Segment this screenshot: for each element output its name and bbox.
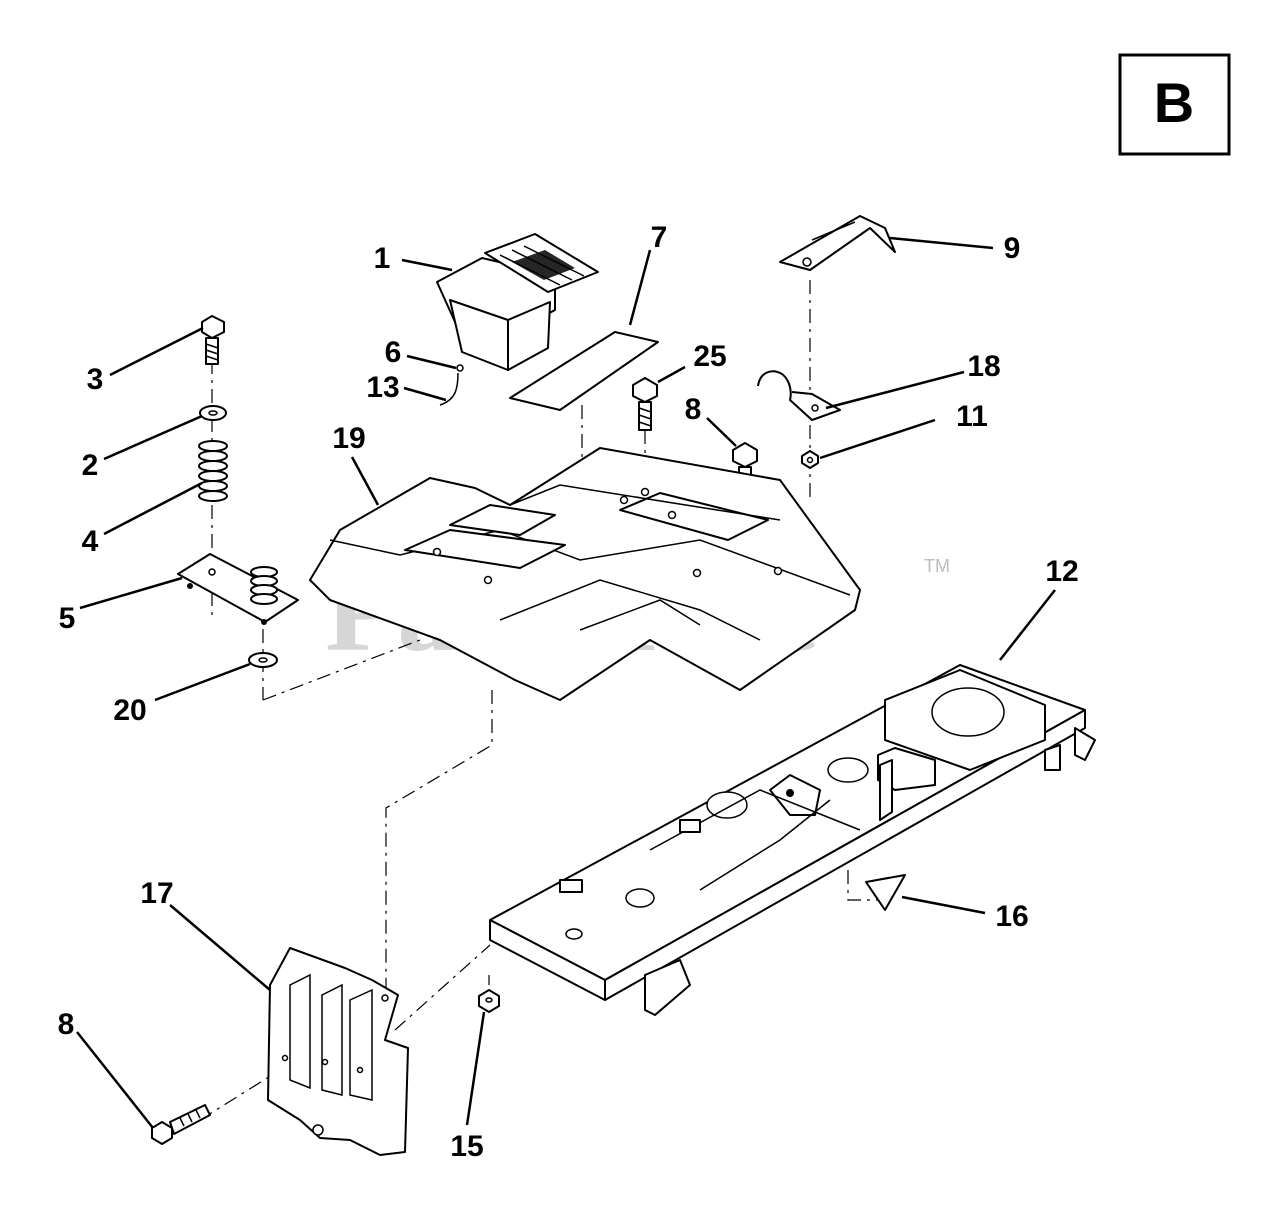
callout-19: 19 [332, 422, 365, 455]
callout-3: 3 [87, 363, 104, 396]
part-11-nut [801, 450, 819, 469]
part-7-decal [509, 331, 659, 411]
section-badge-letter: B [1154, 71, 1194, 134]
part-16-decal [865, 874, 906, 911]
part-25-bolt [632, 377, 658, 431]
part-15-nut [478, 989, 500, 1013]
callout-9: 9 [1004, 232, 1021, 265]
part-8-bolt-lower [151, 1104, 211, 1145]
callout-16: 16 [995, 900, 1028, 933]
part-19-fender [309, 447, 861, 701]
part-4-spring [198, 440, 228, 502]
part-2-washer [199, 405, 227, 421]
part-17-plate [267, 947, 409, 1156]
callout-15: 15 [450, 1130, 483, 1163]
leader-lines [76, 236, 1056, 1129]
callout-20: 20 [113, 694, 146, 727]
callout-18: 18 [967, 350, 1000, 383]
callout-7: 7 [651, 221, 668, 254]
watermark-trademark: TM [924, 556, 950, 576]
part-20-washer [248, 652, 278, 668]
section-badge: B [1118, 53, 1231, 156]
callout-17: 17 [140, 877, 173, 910]
callout-1: 1 [374, 242, 391, 275]
part-3-bolt [201, 315, 225, 365]
callout-6: 6 [385, 336, 402, 369]
callout-13: 13 [366, 371, 399, 404]
callout-labels: 1 7 9 3 6 13 25 18 8 11 2 19 4 5 12 20 1… [58, 221, 1079, 1163]
part-6-13-fitting-tube [439, 364, 464, 406]
part-18-clamp [757, 370, 841, 421]
callout-25: 25 [693, 340, 726, 373]
callout-2: 2 [82, 449, 99, 482]
part-12-frame [489, 664, 1096, 1016]
part-5-plate [177, 553, 299, 625]
part-1-tray [436, 233, 599, 371]
part-9-bracket [779, 215, 896, 271]
callout-11: 11 [956, 400, 988, 433]
callout-4: 4 [82, 525, 99, 558]
callout-12: 12 [1045, 555, 1078, 588]
callout-5: 5 [59, 602, 76, 635]
callout-8-upper: 8 [685, 393, 702, 426]
callout-8-lower: 8 [58, 1008, 75, 1041]
